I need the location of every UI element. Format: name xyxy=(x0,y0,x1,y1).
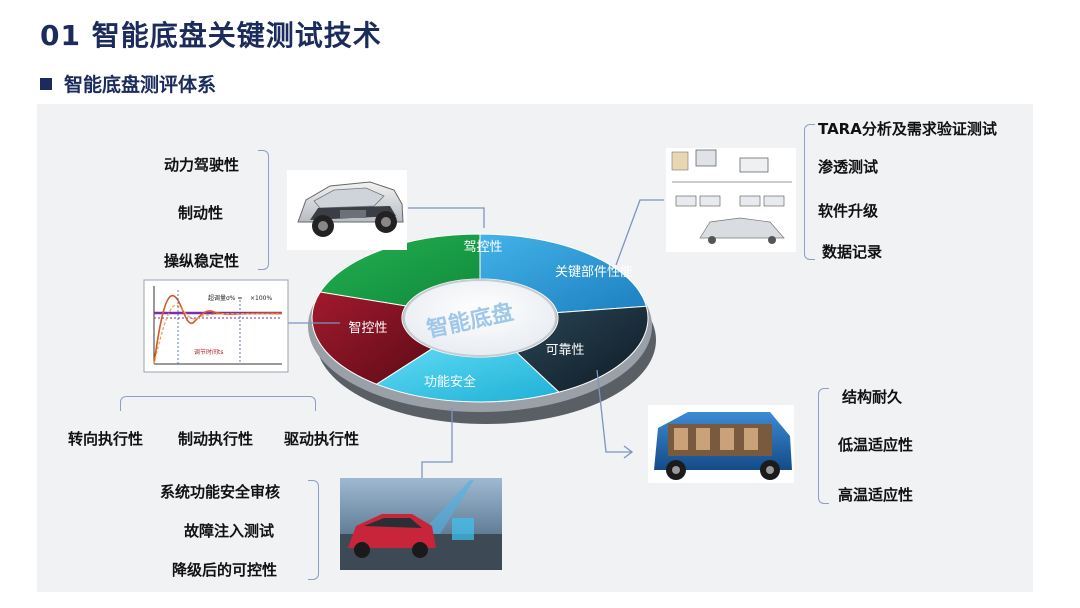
chart-annotation-settling: 调节时间ts xyxy=(194,348,223,356)
segment-label-functional-safety: 功能安全 xyxy=(424,374,476,390)
label-degraded-controllability: 降级后的可控性 xyxy=(172,561,278,579)
segment-label-key-components: 关键部件性能 xyxy=(555,265,633,280)
label-fault-injection: 故障注入测试 xyxy=(184,522,275,540)
label-power-drivability: 动力驾驶性 xyxy=(164,156,240,174)
label-steering-execution: 转向执行性 xyxy=(68,430,144,448)
label-handling-stability: 操纵稳定性 xyxy=(164,252,240,270)
segment-reliability xyxy=(515,305,649,393)
bracket-execution xyxy=(120,396,316,411)
page-title: 01 智能底盘关键测试技术 xyxy=(40,19,382,52)
label-low-temp-adaptability: 低温适应性 xyxy=(838,436,914,454)
ring-center-hole xyxy=(403,279,557,357)
connector-lines xyxy=(288,199,664,478)
label-drive-execution: 驱动执行性 xyxy=(284,430,360,448)
segment-driving-control xyxy=(319,233,481,307)
chart-annotation-overshoot-2: ×100% xyxy=(250,295,272,302)
adas-scene-image xyxy=(340,478,502,570)
connector-reliability xyxy=(596,369,632,453)
bracket-driving xyxy=(258,150,269,270)
label-data-recording: 数据记录 xyxy=(822,243,883,261)
label-penetration-test: 渗透测试 xyxy=(818,158,879,176)
label-structural-durability: 结构耐久 xyxy=(842,388,903,406)
segment-label-smart-control: 智控性 xyxy=(348,321,387,336)
label-high-temp-adaptability: 高温适应性 xyxy=(838,486,914,504)
chart-annotation-overshoot: 超调量σ% = xyxy=(208,294,242,302)
connector-safety xyxy=(421,408,453,478)
section-heading: 智能底盘测评体系 xyxy=(40,70,216,97)
arrow-head-icon xyxy=(623,445,634,459)
label-software-update: 软件升级 xyxy=(818,202,879,220)
bracket-security xyxy=(804,124,815,260)
section-heading-text: 智能底盘测评体系 xyxy=(64,74,217,96)
network-test-setup-image xyxy=(666,148,796,252)
segment-label-reliability: 可靠性 xyxy=(545,343,584,358)
connector-components xyxy=(615,199,664,266)
van-cutaway-image xyxy=(648,405,794,483)
bracket-reliability xyxy=(818,388,829,504)
label-tara-analysis: TARA分析及需求验证测试 xyxy=(818,120,997,138)
chassis-car-image xyxy=(287,170,407,250)
bullet-square-icon xyxy=(40,77,52,90)
segment-smart-control xyxy=(311,291,434,385)
step-response-chart-image: 超调量σ% = ×100% 调节时间ts xyxy=(143,279,289,373)
label-safety-audit: 系统功能安全审核 xyxy=(160,483,281,501)
label-braking: 制动性 xyxy=(178,204,224,222)
ring-segments xyxy=(311,233,649,403)
label-braking-execution: 制动执行性 xyxy=(178,430,254,448)
bracket-safety xyxy=(308,480,319,580)
segment-label-driving-control: 驾控性 xyxy=(463,240,502,255)
connector-driving xyxy=(408,207,485,228)
